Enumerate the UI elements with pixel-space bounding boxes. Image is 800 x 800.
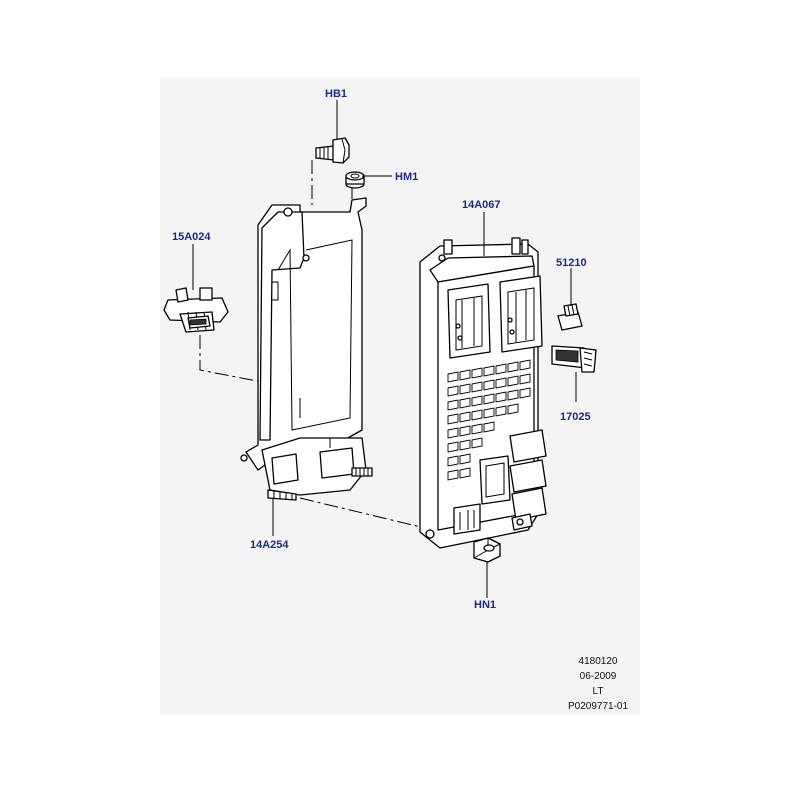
fuse-array bbox=[447, 359, 531, 481]
callout-hn1[interactable]: HN1 bbox=[474, 599, 496, 611]
info-date: 06-2009 bbox=[580, 671, 617, 682]
17025-component[interactable] bbox=[551, 345, 597, 373]
leader-lines bbox=[192, 100, 577, 598]
51210-fuse[interactable] bbox=[557, 303, 583, 331]
hn1-nut[interactable] bbox=[473, 537, 501, 563]
info-ref: 4180120 bbox=[579, 656, 618, 667]
15a024-assembly-line bbox=[199, 335, 263, 383]
info-drawing-number: P0209771-01 bbox=[568, 701, 628, 712]
callout-14a254[interactable]: 14A254 bbox=[250, 539, 289, 551]
callout-hm1[interactable]: HM1 bbox=[395, 171, 418, 183]
callout-14a067[interactable]: 14A067 bbox=[462, 199, 501, 211]
14a254-assembly-line bbox=[299, 497, 476, 541]
callout-hb1[interactable]: HB1 bbox=[325, 88, 347, 100]
hb1-bolt[interactable] bbox=[315, 137, 350, 164]
14a067-fuse-box[interactable] bbox=[419, 237, 547, 549]
info-lang: LT bbox=[593, 686, 604, 697]
15a024-clip[interactable] bbox=[163, 287, 229, 333]
diagram-background bbox=[160, 78, 640, 715]
drawing-info-block: 4180120 06-2009 LT P0209771-01 bbox=[568, 656, 628, 712]
mounting-bracket[interactable] bbox=[240, 197, 373, 501]
callout-15a024[interactable]: 15A024 bbox=[172, 231, 211, 243]
hm1-nut[interactable] bbox=[345, 171, 365, 189]
callout-51210[interactable]: 51210 bbox=[556, 257, 587, 269]
callout-17025[interactable]: 17025 bbox=[560, 411, 591, 423]
